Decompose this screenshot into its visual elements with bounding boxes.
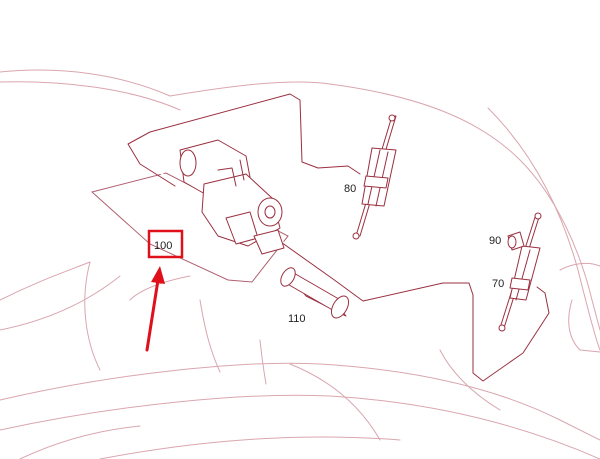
callout-110: 110: [288, 313, 306, 325]
callout-90: 90: [489, 235, 501, 247]
fitting-90: [507, 231, 525, 251]
callout-100: 100: [154, 240, 172, 252]
highlight-box: [147, 229, 184, 259]
highlighted-callout: 100: [147, 229, 184, 259]
hydraulic-lines: [126, 88, 550, 382]
callout-80: 80: [344, 183, 356, 195]
red-arrow: [145, 266, 165, 352]
vehicle-body-outline: [0, 69, 600, 459]
callout-70: 70: [492, 278, 504, 290]
reservoir-110: [280, 267, 350, 319]
hydraulic-cylinder-80: [352, 114, 397, 240]
hydraulic-pump-assembly: [179, 139, 285, 255]
hydraulic-cylinder-70: [498, 212, 542, 332]
